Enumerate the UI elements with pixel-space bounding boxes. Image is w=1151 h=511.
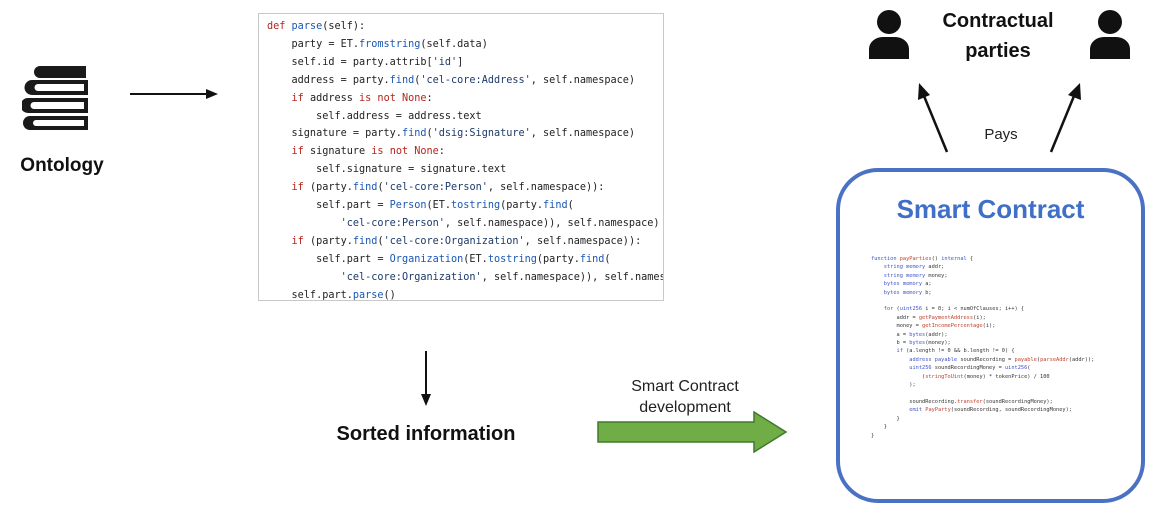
sorted-information-label: Sorted information bbox=[336, 423, 516, 445]
contractual-parties-line-2: parties bbox=[965, 40, 1031, 62]
development-label: Smart Contract development bbox=[600, 376, 770, 418]
smart-contract-box: Smart Contract function payParties() int… bbox=[836, 168, 1145, 503]
development-line-1: Smart Contract bbox=[631, 378, 739, 395]
arrow-ontology-to-code bbox=[130, 89, 218, 99]
person-icon bbox=[869, 10, 909, 59]
arrow-code-to-sorted bbox=[421, 351, 431, 406]
smart-contract-title: Smart Contract bbox=[896, 194, 1085, 224]
ontology-label: Ontology bbox=[20, 155, 104, 176]
development-line-2: development bbox=[639, 399, 731, 416]
contractual-parties-label: Contractual parties bbox=[912, 6, 1084, 66]
python-code-box: def parse(self): party = ET.fromstring(s… bbox=[258, 13, 664, 301]
python-code: def parse(self): party = ET.fromstring(s… bbox=[267, 21, 663, 301]
contractual-parties-line-1: Contractual bbox=[942, 10, 1054, 32]
person-icon bbox=[1090, 10, 1130, 59]
pays-arrow-right bbox=[1049, 83, 1081, 153]
pays-arrow-left bbox=[918, 83, 949, 153]
pays-label: Pays bbox=[984, 126, 1018, 143]
solidity-code: function payParties() internal { string … bbox=[871, 256, 1095, 439]
books-stack-icon bbox=[20, 64, 98, 134]
development-arrow bbox=[597, 410, 788, 454]
